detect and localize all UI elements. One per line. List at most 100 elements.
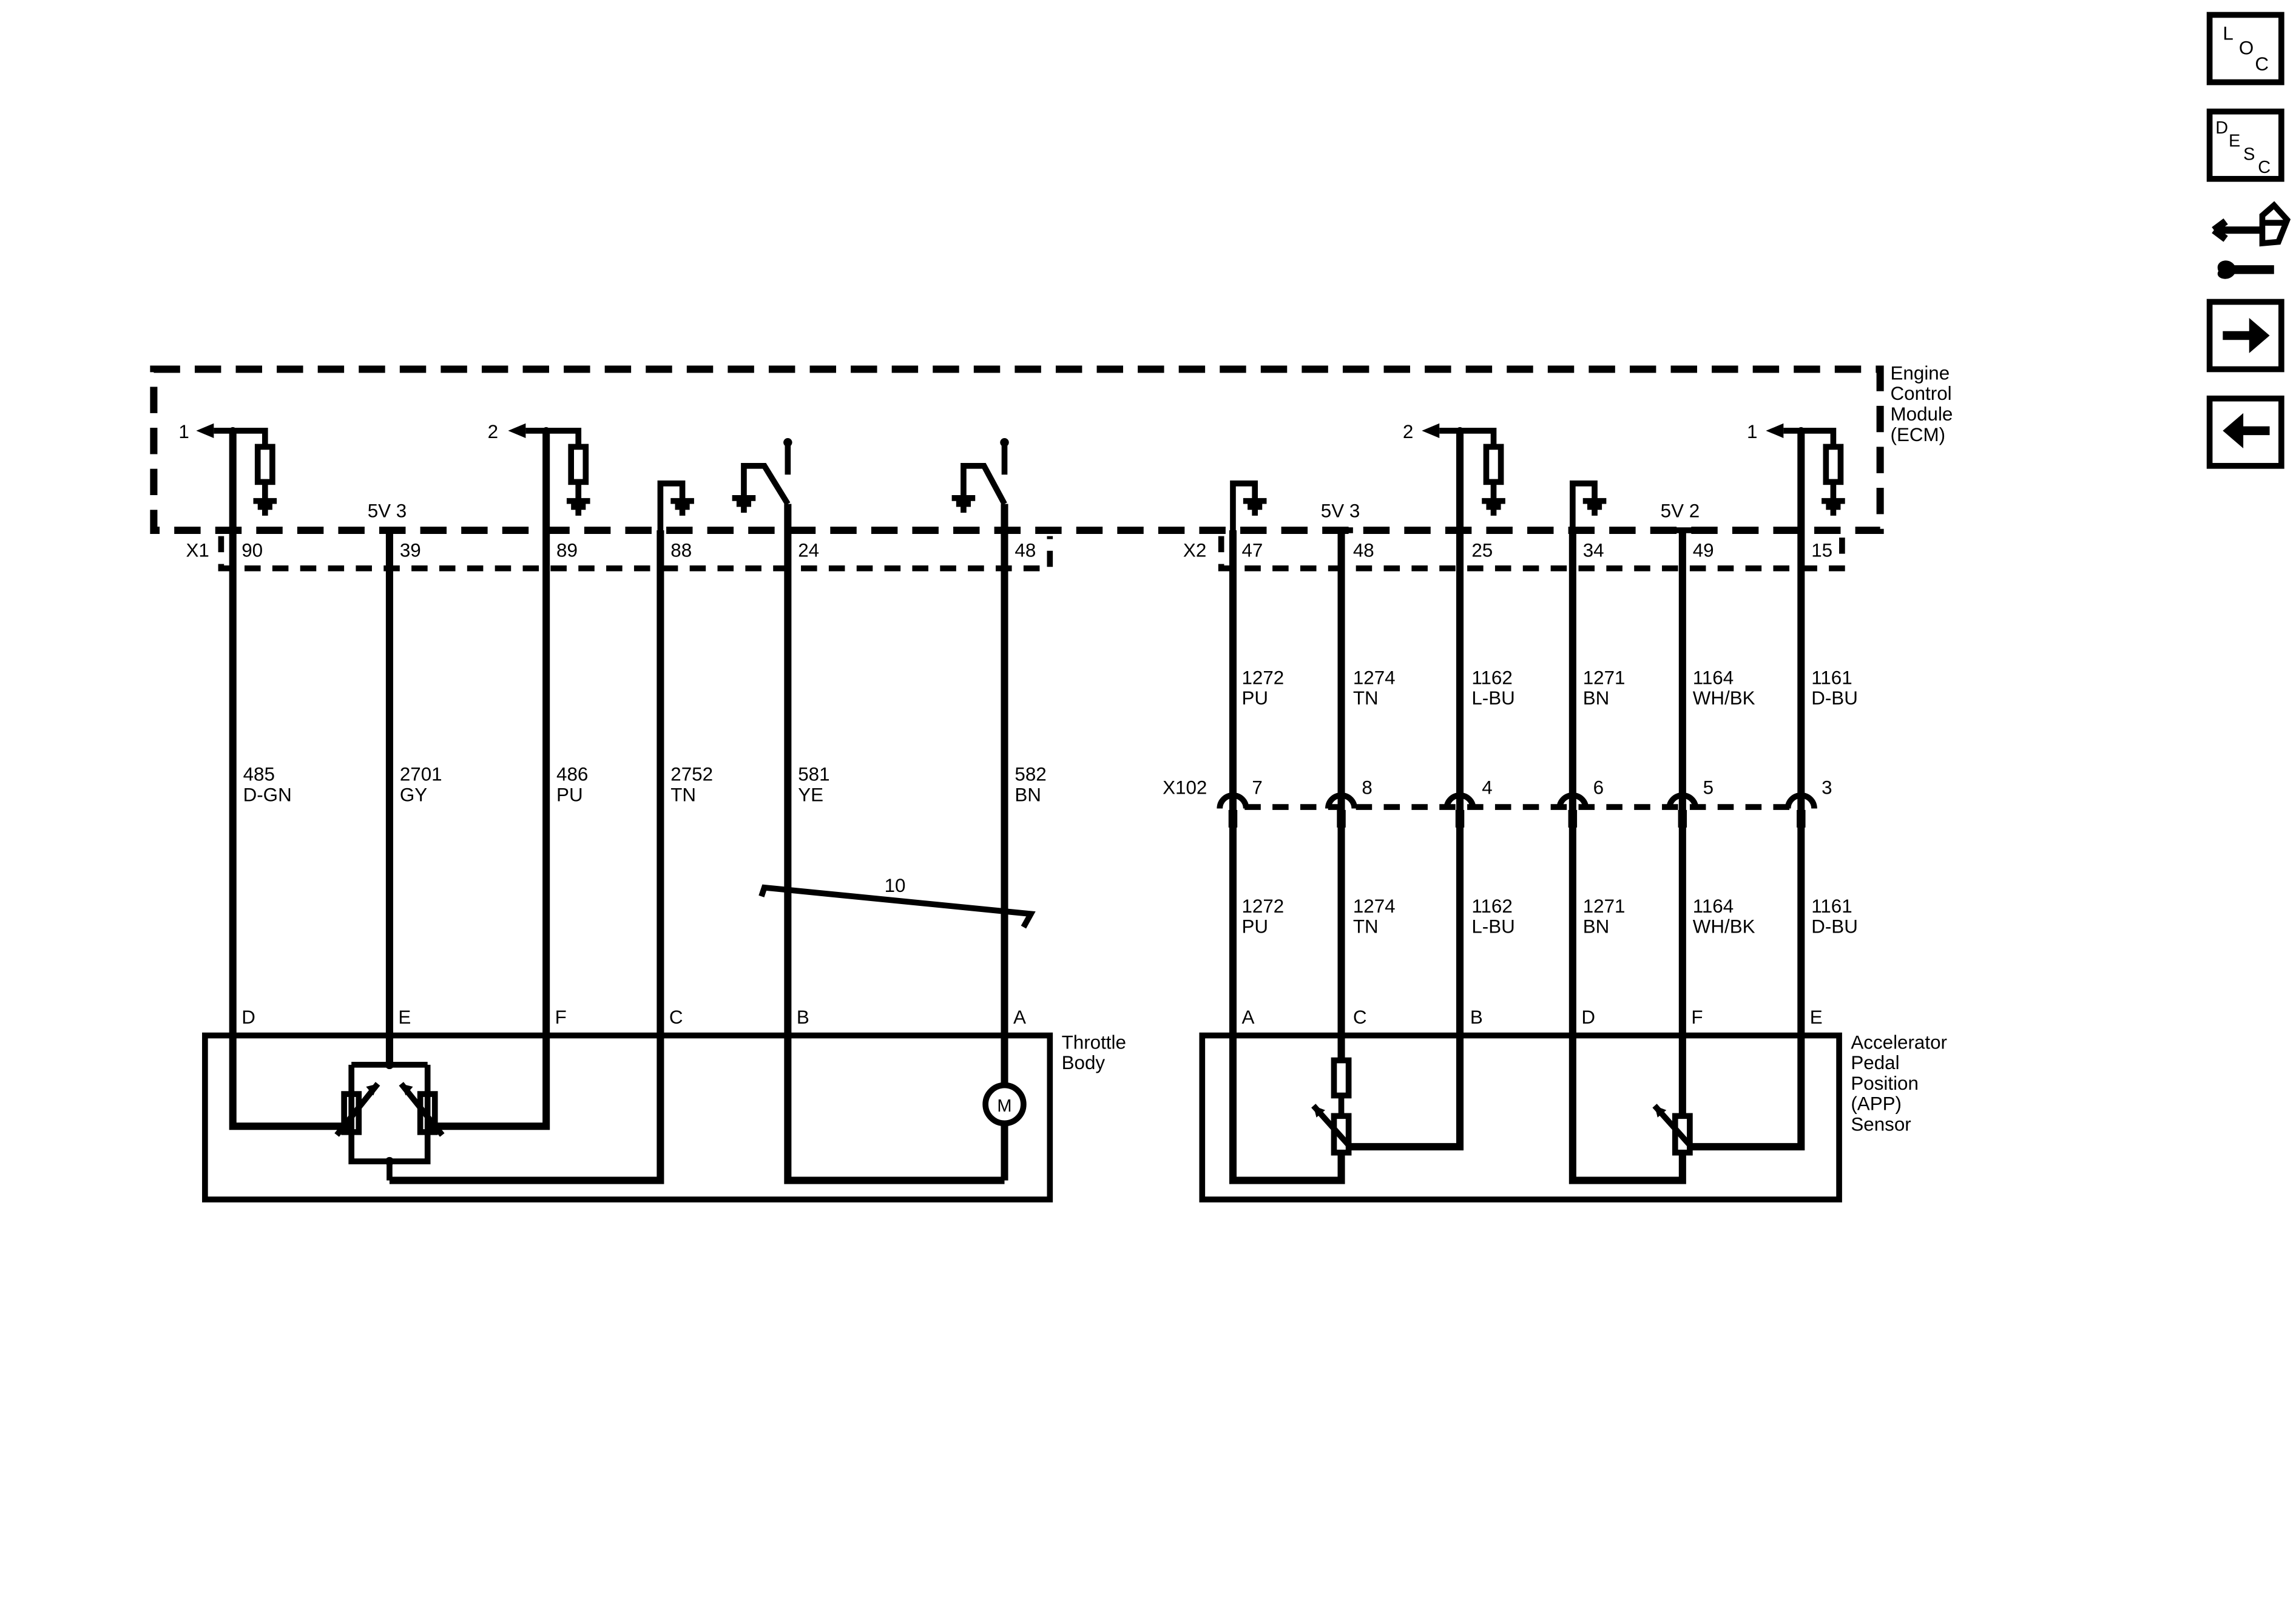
- color-d-bu-lower: D-BU: [1811, 916, 1858, 937]
- color-l-bu-upper: L-BU: [1471, 687, 1514, 709]
- pin-90: 90: [241, 539, 263, 561]
- tps2-resistor: [417, 1091, 438, 1135]
- app-label-line2: Pedal: [1851, 1052, 1899, 1073]
- wire-2752: 2752: [670, 764, 713, 785]
- color-gy: GY: [400, 784, 427, 805]
- x102-label: X102: [1163, 777, 1207, 798]
- terminal-b-right: B: [1470, 1007, 1483, 1028]
- desc-letter-s: S: [2243, 144, 2255, 164]
- pin-47: 47: [1241, 539, 1263, 561]
- ref-2-left-label: 2: [488, 421, 498, 442]
- ecm-label-line3: Module: [1891, 403, 1953, 425]
- ecm-label-line4: (ECM): [1891, 424, 1946, 445]
- wire-1271-lower: 1271: [1583, 896, 1626, 917]
- nav-desc-button[interactable]: D E S C: [2206, 108, 2284, 182]
- color-pu-left: PU: [556, 784, 583, 805]
- throttle-body-label-line1: Throttle: [1062, 1031, 1126, 1053]
- pin-39: 39: [400, 539, 421, 561]
- ref-1-right-label: 1: [1747, 421, 1757, 442]
- x2-connector: X2: [1183, 536, 1845, 572]
- color-d-gn: D-GN: [243, 784, 292, 805]
- ecm-driver-48: [951, 437, 1009, 513]
- terminal-c-left: C: [669, 1007, 683, 1028]
- terminal-e-left: E: [398, 1007, 411, 1028]
- terminal-f-right: F: [1691, 1007, 1703, 1028]
- x102-pin-6: 6: [1593, 777, 1604, 798]
- wire-2701: 2701: [400, 764, 442, 785]
- color-wh-bk-upper: WH/BK: [1693, 687, 1755, 709]
- wire-1274-lower: 1274: [1353, 896, 1396, 917]
- terminal-e-right: E: [1810, 1007, 1823, 1028]
- ref-5v3-right: 5V 3: [1321, 500, 1360, 521]
- terminal-d-right: D: [1581, 1007, 1595, 1028]
- x102-pin-4: 4: [1482, 777, 1492, 798]
- tps1-resistor: [341, 1091, 362, 1135]
- wire-1272-lower: 1272: [1241, 896, 1284, 917]
- loc-letter-l: L: [2223, 23, 2233, 44]
- color-tn-lower: TN: [1353, 916, 1379, 937]
- nav-next-button[interactable]: [2206, 299, 2284, 373]
- pin-88: 88: [670, 539, 692, 561]
- x1-label: X1: [186, 539, 209, 561]
- terminal-d-left: D: [241, 1007, 255, 1028]
- x102-pin-3: 3: [1822, 777, 1832, 798]
- color-pu-lower: PU: [1241, 916, 1268, 937]
- terminal-a-left: A: [1013, 1007, 1026, 1028]
- wire-1164-lower: 1164: [1693, 896, 1734, 917]
- loc-letter-o: O: [2239, 38, 2254, 59]
- twisted-pair-marker: 10: [758, 875, 1036, 929]
- color-ye: YE: [798, 784, 823, 805]
- color-wh-bk-lower: WH/BK: [1693, 916, 1755, 937]
- color-bn-lower: BN: [1583, 916, 1610, 937]
- app-label-line3: Position: [1851, 1073, 1919, 1094]
- wire-485: 485: [243, 764, 275, 785]
- motor-label: M: [997, 1096, 1011, 1116]
- ref-5v2: 5V 2: [1661, 500, 1700, 521]
- pin-89: 89: [556, 539, 578, 561]
- pin-34: 34: [1583, 539, 1604, 561]
- wire-1161-lower: 1161: [1811, 896, 1852, 917]
- ref-2-right-label: 2: [1403, 421, 1413, 442]
- loc-letter-c: C: [2255, 53, 2269, 75]
- ecm-driver-24: [732, 437, 792, 513]
- desc-letter-c: C: [2258, 158, 2271, 177]
- color-tn-left: TN: [670, 784, 696, 805]
- nav-prev-button[interactable]: [2206, 395, 2284, 469]
- ref-5v3-left: 5V 3: [368, 500, 407, 521]
- pin-48-left: 48: [1015, 539, 1036, 561]
- ecm-ground-47: [1230, 480, 1267, 530]
- ecm-ref-2-left: 2: [488, 421, 590, 516]
- ecm-label-line1: Engine: [1891, 362, 1950, 383]
- color-pu-upper: PU: [1241, 687, 1268, 709]
- connector-wrench-icon[interactable]: [2212, 201, 2291, 279]
- app-label-line5: Sensor: [1851, 1113, 1911, 1135]
- terminal-b-left: B: [797, 1007, 809, 1028]
- wire-581: 581: [798, 764, 829, 785]
- color-bn-left: BN: [1015, 784, 1041, 805]
- arrow-right-icon: [2223, 318, 2270, 353]
- x102-pin-5: 5: [1703, 777, 1714, 798]
- ref-1-left-label: 1: [178, 421, 189, 442]
- desc-letter-e: E: [2229, 132, 2240, 151]
- terminal-f-left: F: [555, 1007, 567, 1028]
- color-l-bu-lower: L-BU: [1471, 916, 1514, 937]
- wire-1271-upper: 1271: [1583, 667, 1626, 688]
- x102-pin-8: 8: [1362, 777, 1372, 798]
- x1-connector: X1: [186, 536, 1053, 572]
- wire-1162-lower: 1162: [1471, 896, 1512, 917]
- wire-486: 486: [556, 764, 588, 785]
- ecm-ground-34: [1570, 480, 1607, 530]
- throttle-body-label-line2: Body: [1062, 1052, 1106, 1073]
- twisted-pair-label: 10: [885, 875, 906, 896]
- ecm-ref-1-right: 1: [1747, 421, 1845, 516]
- wire-1164-upper: 1164: [1693, 667, 1734, 688]
- x2-label: X2: [1183, 539, 1206, 561]
- pin-25: 25: [1471, 539, 1493, 561]
- pin-49: 49: [1693, 539, 1714, 561]
- pin-15: 15: [1811, 539, 1832, 561]
- color-tn-upper: TN: [1353, 687, 1379, 709]
- nav-loc-button[interactable]: L O C: [2206, 12, 2284, 86]
- wire-1162-upper: 1162: [1471, 667, 1512, 688]
- app-sensor: Accelerator Pedal Position (APP) Sensor: [1199, 1031, 1947, 1203]
